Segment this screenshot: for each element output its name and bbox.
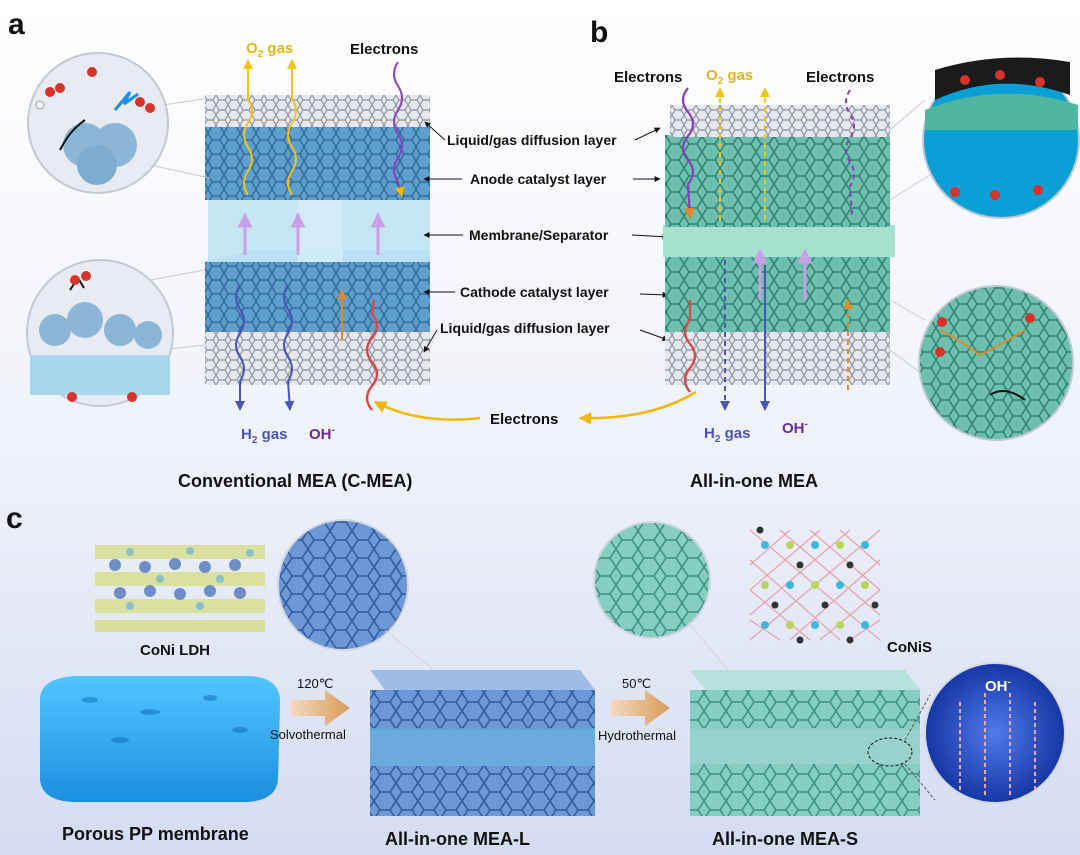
c-mea-electron-wave-bottom [365, 299, 379, 411]
aio-electron-wave-right [845, 89, 855, 216]
aio-top-diffusion-layer [670, 105, 890, 137]
aio-bottom-diffusion-layer [665, 330, 890, 385]
electrons-label-b-right: Electrons [806, 69, 874, 86]
mea-s-zoom-line [689, 624, 731, 673]
step2-temp: 50℃ [622, 676, 651, 691]
aio-zoom-top [889, 57, 1080, 219]
c-mea-electron-wave-top [393, 61, 405, 197]
mea-s-label: All-in-one MEA-S [712, 829, 858, 849]
panel-letter-c: c [6, 502, 23, 535]
oh-transport-zoom [904, 662, 1066, 804]
electrons-label-a-top: Electrons [350, 41, 418, 58]
electron-arrow-left [373, 400, 481, 421]
c-mea-top-diffusion-layer [205, 95, 430, 127]
mea-l-zoom-circle [277, 519, 409, 651]
coni-ldh-label: CoNi LDH [140, 642, 210, 659]
panel-letter-a: a [8, 8, 25, 41]
oh-label-b: OH- [782, 419, 808, 437]
aio-anode-layer [665, 135, 890, 227]
title-c-mea: Conventional MEA (C-MEA) [178, 471, 412, 491]
aio-membrane [663, 225, 895, 257]
oh-label-a: OH- [309, 425, 335, 443]
conis-lattice [749, 526, 881, 644]
h2-gas-label-b: H2 gas [704, 425, 750, 445]
o2-gas-label-a: O2 gas [246, 40, 293, 60]
h2-arrow-1 [235, 284, 245, 411]
step1-arrow [290, 690, 350, 726]
c-mea-bottom-diffusion-layer [205, 330, 430, 385]
electrons-label-bottom: Electrons [490, 411, 558, 428]
aio-electron-wave-left [681, 87, 695, 220]
step1-temp: 120℃ [297, 676, 333, 691]
h2-arrow-2 [283, 284, 295, 411]
c-mea-membrane-highlight [297, 200, 343, 262]
label-cathode-catalyst-layer: Cathode catalyst layer [460, 284, 609, 300]
coni-ldh-structure [95, 545, 265, 632]
c-mea-zoom-anode [27, 52, 211, 194]
label-anode-catalyst-layer: Anode catalyst layer [470, 171, 607, 187]
porous-pp-membrane [40, 676, 281, 802]
o2-arrow-2 [287, 59, 297, 196]
aio-cathode-layer [665, 255, 890, 332]
c-mea-anode-layer [205, 125, 430, 200]
step2-arrow [610, 690, 670, 726]
all-in-one-stack [663, 87, 895, 411]
mea-l-zoom-line [384, 629, 441, 676]
label-membrane-separator: Membrane/Separator [469, 227, 609, 243]
step2-method: Hydrothermal [598, 728, 676, 743]
panel-letter-b: b [590, 16, 608, 49]
o2-arrow-1 [243, 59, 253, 196]
aio-electron-wave-bottom [683, 300, 697, 393]
mea-s-block [690, 670, 920, 816]
oh-label-c: OH- [985, 677, 1011, 695]
title-all-in-one-mea: All-in-one MEA [690, 471, 818, 491]
electron-arrow-right [578, 390, 697, 425]
mea-s-zoom-circle [593, 521, 711, 639]
label-top-diffusion-layer: Liquid/gas diffusion layer [447, 132, 617, 148]
conis-label: CoNiS [887, 639, 932, 656]
porous-pp-label: Porous PP membrane [62, 824, 249, 844]
step1-method: Solvothermal [270, 727, 346, 742]
mea-l-label: All-in-one MEA-L [385, 829, 530, 849]
c-mea-zoom-cathode [26, 259, 206, 407]
o2-gas-label-b: O2 gas [706, 67, 753, 87]
mea-l-block [370, 670, 595, 816]
aio-zoom-bottom [889, 285, 1074, 441]
electrons-label-b-left: Electrons [614, 69, 682, 86]
h2-gas-label-a: H2 gas [241, 426, 287, 446]
c-mea-cathode-layer [205, 262, 430, 332]
label-bottom-diffusion-layer: Liquid/gas diffusion layer [440, 320, 610, 336]
leader-lines [423, 121, 669, 353]
c-mea-stack [205, 59, 430, 411]
